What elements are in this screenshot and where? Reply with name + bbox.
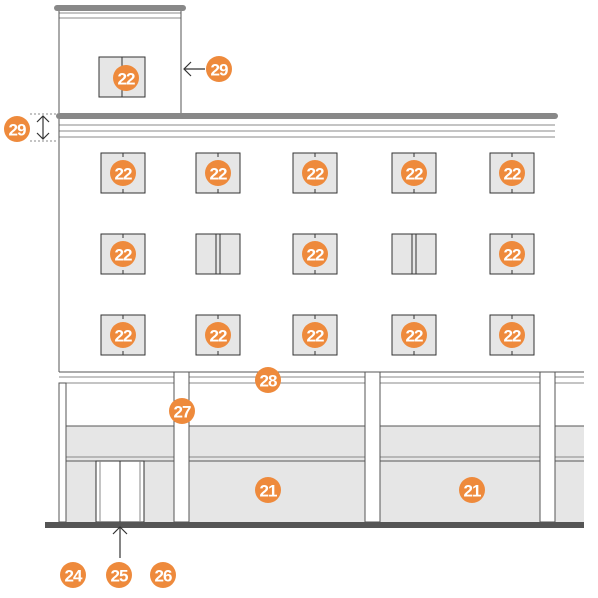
- column: [58, 382, 67, 523]
- callout-bubble: [459, 477, 485, 503]
- window-glass: [195, 233, 241, 275]
- callout-window: 22: [210, 165, 227, 184]
- callout-window: 22: [115, 165, 132, 184]
- callout-window: 22: [210, 327, 227, 346]
- callout-window: 22: [504, 246, 521, 265]
- storefront-glazing: [66, 426, 584, 522]
- penthouse: 22 29: [54, 5, 232, 113]
- callout-bubble: [401, 160, 427, 186]
- facade-window: 22: [100, 233, 146, 275]
- penthouse-window: 22: [98, 56, 146, 98]
- arrow-up-icon: [36, 115, 50, 123]
- callout-window: 22: [406, 165, 423, 184]
- facade-window: 22: [195, 152, 241, 194]
- storefront: 27 21 21: [58, 371, 584, 523]
- penthouse-setback-callout: 29: [183, 56, 232, 82]
- callout-bubble: [499, 241, 525, 267]
- callout-bubble: [4, 116, 30, 142]
- callout-window: 22: [406, 327, 423, 346]
- callout-penthouse-setback: 29: [211, 61, 228, 80]
- arrow-up-icon: [112, 526, 128, 535]
- callout-bubble: [113, 65, 139, 91]
- callout-bubble: [205, 322, 231, 348]
- facade-window: 22: [292, 233, 338, 275]
- callout-ground-entry: 25: [111, 567, 128, 586]
- facade-window: 22: [391, 152, 437, 194]
- facade-window: 22: [292, 314, 338, 356]
- callout-bubble: [401, 322, 427, 348]
- facade-window: 22: [100, 314, 146, 356]
- callout-bubble: [206, 56, 232, 82]
- arrow-down-icon: [36, 132, 50, 140]
- callout-ground-left: 24: [65, 567, 83, 586]
- callout-bubble: [499, 160, 525, 186]
- callout-canopy-band: 28: [260, 372, 277, 391]
- callout-bubble: [302, 160, 328, 186]
- facade-window: [195, 233, 241, 275]
- facade-window: 22: [489, 314, 535, 356]
- facade-window: 22: [489, 233, 535, 275]
- column: [173, 371, 190, 523]
- main-roof-parapet: 29: [4, 113, 558, 142]
- callout-bubble: [205, 160, 231, 186]
- callout-bubble: [150, 562, 176, 588]
- callout-penthouse-window: 22: [118, 70, 135, 89]
- callout-bubble: [169, 398, 195, 424]
- callout-window: 22: [504, 327, 521, 346]
- column: [364, 371, 381, 523]
- callout-column: 27: [174, 403, 191, 422]
- facade-window: 22: [292, 152, 338, 194]
- callout-window: 22: [115, 327, 132, 346]
- callout-bubble: [255, 477, 281, 503]
- callout-storefront: 21: [260, 482, 277, 501]
- facade-window: 22: [489, 152, 535, 194]
- facade-window: 22: [100, 152, 146, 194]
- entry-callout: [112, 526, 128, 558]
- facade-window: 22: [195, 314, 241, 356]
- facade-window: [391, 233, 437, 275]
- callout-window: 22: [307, 246, 324, 265]
- callout-bubble: [110, 160, 136, 186]
- callout-window: 22: [504, 165, 521, 184]
- callout-bubble: [255, 367, 281, 393]
- callout-bubble: [499, 322, 525, 348]
- facade-window: 22: [391, 314, 437, 356]
- callout-bubble: [106, 562, 132, 588]
- callout-window: 22: [115, 246, 132, 265]
- arrow-left-icon: [183, 61, 192, 77]
- callout-bubble: [110, 241, 136, 267]
- callout-bubble: [302, 241, 328, 267]
- callout-bubble: [60, 562, 86, 588]
- callout-bubble: [110, 322, 136, 348]
- window-grid: 22 22 22 22 22 22 22 22 22 22 22 22 22: [100, 152, 535, 356]
- callout-bubble: [302, 322, 328, 348]
- callout-window: 22: [307, 327, 324, 346]
- callout-storefront: 21: [464, 482, 481, 501]
- callout-parapet-height: 29: [9, 121, 26, 140]
- callout-ground-right: 26: [155, 567, 172, 586]
- column: [539, 371, 556, 523]
- callout-window: 22: [307, 165, 324, 184]
- ground-callouts: 24 25 26: [60, 562, 176, 588]
- window-glass: [391, 233, 437, 275]
- parapet-height-callout: 29: [4, 113, 58, 142]
- entry-door: [95, 460, 145, 523]
- canopy-band: 28: [59, 367, 584, 393]
